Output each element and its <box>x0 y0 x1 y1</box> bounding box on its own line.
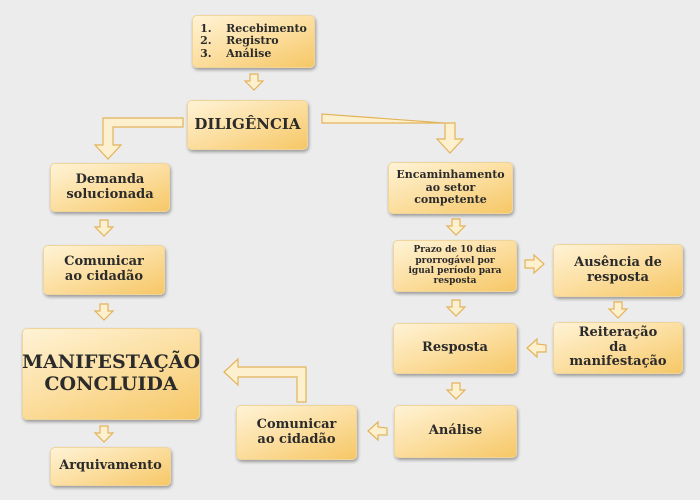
arrow-reiteracao-to-resposta <box>526 337 547 359</box>
arrow-comunicar-to-concluida <box>93 303 115 321</box>
step-label: Recebimento <box>226 21 307 35</box>
arrow-resposta-to-analise <box>445 382 467 400</box>
arrow-intake-to-diligencia <box>243 73 265 91</box>
arrow-prazo-to-ausencia <box>524 253 545 275</box>
demanda-solucionada-box: Demanda solucionada <box>50 163 170 212</box>
intake-step: 2. Registro <box>200 34 307 48</box>
comunicar-cidadao-left-box: Comunicar ao cidadão <box>43 245 165 295</box>
arrow-prazo-to-resposta <box>445 299 467 317</box>
encaminhamento-box: Encaminhamento ao setor competente <box>388 162 513 214</box>
arrow-diligencia-to-encaminhamento <box>321 113 465 154</box>
step-number: 3. <box>200 46 212 60</box>
step-number: 1. <box>200 21 212 35</box>
arquivamento-box: Arquivamento <box>50 447 171 486</box>
intake-steps-list: 1. Recebimento 2. Registro 3. Análise <box>200 21 307 61</box>
arrow-concluida-to-arquivamento <box>93 425 115 443</box>
arrow-encaminhamento-to-prazo <box>445 218 467 236</box>
analise-box: Análise <box>394 405 517 458</box>
arrow-demanda-to-comunicar <box>93 219 115 237</box>
arrow-analise-to-comunicar <box>367 420 388 442</box>
intake-step: 3. Análise <box>200 46 307 61</box>
prazo-box: Prazo de 10 dias prorrogável por igual p… <box>393 240 517 292</box>
step-label: Registro <box>226 34 279 48</box>
resposta-box: Resposta <box>393 323 517 374</box>
arrow-diligencia-to-demanda <box>93 117 184 160</box>
diligencia-box: DILIGÊNCIA <box>187 100 308 150</box>
arrow-comunicar-to-concluida-elbow <box>223 357 307 403</box>
intake-step: 1. Recebimento <box>200 21 307 36</box>
step-number: 2. <box>200 34 212 48</box>
arrow-ausencia-to-reiteracao <box>607 301 629 319</box>
reiteracao-box: Reiteração da manifestação <box>553 322 683 374</box>
step-label: Análise <box>226 46 272 60</box>
intake-steps-box: 1. Recebimento 2. Registro 3. Análise <box>192 15 315 68</box>
manifestacao-concluida-box: MANIFESTAÇÃO CONCLUIDA <box>22 328 200 420</box>
ausencia-resposta-box: Ausência de resposta <box>553 244 683 297</box>
comunicar-cidadao-bottom-box: Comunicar ao cidadão <box>236 405 357 460</box>
